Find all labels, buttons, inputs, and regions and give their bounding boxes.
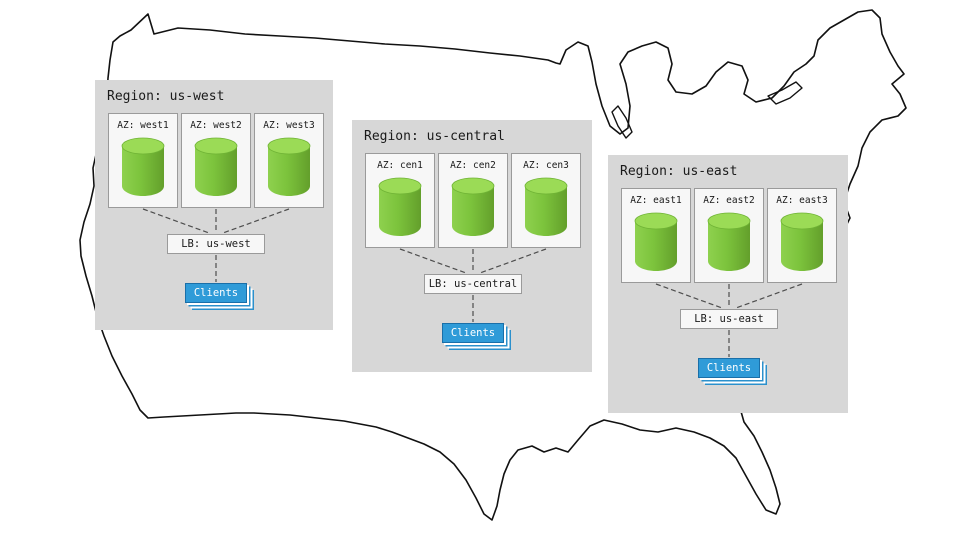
load-balancer-box: LB: us-east [680,309,778,329]
az-label: AZ: cen1 [377,160,423,171]
region-title: Region: us-east [620,164,738,179]
database-cylinder-icon [267,137,311,196]
database-cylinder-icon [378,177,422,236]
region-title: Region: us-west [107,89,225,104]
az-box-east1: AZ: east1 [621,188,691,283]
az-label: AZ: west3 [263,120,315,131]
region-title: Region: us-central [364,129,505,144]
az-box-cen3: AZ: cen3 [511,153,581,248]
az-label: AZ: east2 [703,195,755,206]
database-cylinder-icon [451,177,495,236]
az-box-cen2: AZ: cen2 [438,153,508,248]
load-balancer-box: LB: us-west [167,234,265,254]
database-cylinder-icon [780,212,824,271]
az-box-west1: AZ: west1 [108,113,178,208]
az-box-cen1: AZ: cen1 [365,153,435,248]
great-lake-shape [767,81,803,105]
region-us-east: Region: us-east AZ: east1 AZ: east2 AZ: … [608,155,848,413]
clients-box: Clients [442,323,504,343]
database-cylinder-icon [524,177,568,236]
database-cylinder-icon [121,137,165,196]
az-label: AZ: east3 [776,195,828,206]
database-cylinder-icon [707,212,751,271]
database-cylinder-icon [194,137,238,196]
az-box-west2: AZ: west2 [181,113,251,208]
az-label: AZ: cen2 [450,160,496,171]
region-us-west: Region: us-west AZ: west1 AZ: west2 AZ: … [95,80,333,330]
az-box-east3: AZ: east3 [767,188,837,283]
lake-shape [611,105,633,139]
az-label: AZ: west1 [117,120,169,131]
load-balancer-box: LB: us-central [424,274,522,294]
az-label: AZ: east1 [630,195,682,206]
database-cylinder-icon [634,212,678,271]
az-label: AZ: west2 [190,120,242,131]
az-row: AZ: cen1 AZ: cen2 AZ: cen3 [365,153,581,248]
az-row: AZ: east1 AZ: east2 AZ: east3 [621,188,837,283]
clients-box: Clients [698,358,760,378]
az-row: AZ: west1 AZ: west2 AZ: west3 [108,113,324,208]
clients-box: Clients [185,283,247,303]
region-us-central: Region: us-central AZ: cen1 AZ: cen2 AZ:… [352,120,592,372]
az-label: AZ: cen3 [523,160,569,171]
az-box-east2: AZ: east2 [694,188,764,283]
az-box-west3: AZ: west3 [254,113,324,208]
